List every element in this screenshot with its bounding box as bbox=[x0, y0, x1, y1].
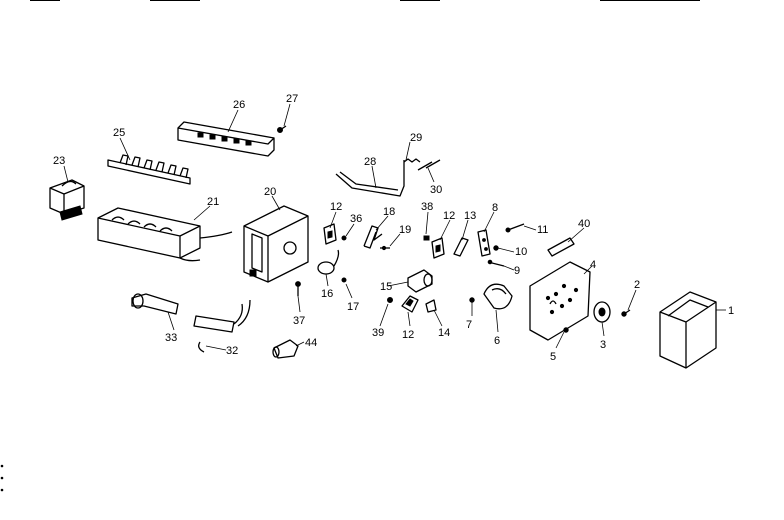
callout-28: 28 bbox=[364, 156, 376, 168]
leader-lines bbox=[63, 103, 726, 351]
callout-7: 7 bbox=[466, 319, 472, 331]
part-12-middle bbox=[431, 237, 445, 259]
callout-13: 13 bbox=[464, 210, 476, 222]
part-40 bbox=[547, 237, 575, 257]
callout-12-lower: 12 bbox=[402, 329, 414, 341]
callout-27: 27 bbox=[286, 93, 298, 105]
callout-5: 5 bbox=[550, 351, 556, 363]
part-37 bbox=[295, 281, 301, 296]
callout-4: 4 bbox=[590, 259, 596, 271]
part-32-tube bbox=[193, 299, 251, 353]
callout-11: 11 bbox=[537, 224, 548, 236]
callout-44: 44 bbox=[305, 337, 317, 349]
part-12-lower bbox=[401, 295, 419, 313]
callout-10: 10 bbox=[515, 246, 527, 258]
callout-21: 21 bbox=[207, 196, 219, 208]
part-1-cover bbox=[659, 291, 717, 369]
callout-20: 20 bbox=[264, 186, 276, 198]
callout-19: 19 bbox=[399, 224, 411, 236]
part-30-clip bbox=[417, 159, 441, 171]
part-27-screw bbox=[277, 125, 287, 133]
callout-14: 14 bbox=[438, 327, 450, 339]
part-29-spring bbox=[403, 158, 421, 163]
part-2 bbox=[621, 309, 631, 317]
part-15-thermostat bbox=[407, 269, 433, 293]
part-4-plate bbox=[529, 261, 591, 341]
part-9 bbox=[487, 259, 505, 267]
callout-25: 25 bbox=[113, 127, 125, 139]
part-20-housing bbox=[243, 205, 309, 283]
callout-12-middle: 12 bbox=[443, 210, 455, 222]
part-13 bbox=[453, 237, 469, 257]
callout-labels: 23 25 26 27 21 20 28 29 30 12 36 18 19 1… bbox=[53, 93, 734, 363]
callout-29: 29 bbox=[410, 132, 422, 144]
callout-8: 8 bbox=[492, 202, 498, 214]
part-44-bulb bbox=[272, 339, 299, 359]
part-14 bbox=[425, 299, 437, 313]
callout-3: 3 bbox=[600, 339, 606, 351]
part-36 bbox=[341, 235, 347, 241]
callout-6: 6 bbox=[494, 335, 500, 347]
callout-36: 36 bbox=[350, 213, 362, 225]
callout-26: 26 bbox=[233, 99, 245, 111]
part-19 bbox=[380, 245, 390, 251]
part-33-fillcup bbox=[131, 293, 179, 315]
part-23-valve bbox=[49, 179, 85, 221]
part-8-bracket bbox=[477, 229, 491, 257]
callout-9: 9 bbox=[514, 265, 520, 277]
callout-16: 16 bbox=[321, 288, 333, 300]
scan-dots bbox=[0, 464, 4, 492]
part-7 bbox=[469, 297, 475, 303]
callout-32: 32 bbox=[226, 345, 238, 357]
part-38 bbox=[423, 235, 430, 241]
part-5 bbox=[563, 327, 569, 333]
callout-17: 17 bbox=[347, 301, 359, 313]
part-39 bbox=[387, 297, 393, 303]
callout-23: 23 bbox=[53, 155, 65, 167]
part-6-gear bbox=[483, 283, 513, 310]
part-17 bbox=[341, 277, 347, 283]
part-28-arm bbox=[335, 160, 405, 197]
part-26-stripper bbox=[177, 121, 275, 157]
callout-15: 15 bbox=[380, 281, 392, 293]
callout-37: 37 bbox=[293, 315, 305, 327]
part-3-knob bbox=[593, 301, 611, 323]
part-16-motor bbox=[317, 249, 340, 275]
callout-18: 18 bbox=[383, 206, 395, 218]
callout-1: 1 bbox=[728, 305, 734, 317]
callout-12-upper: 12 bbox=[330, 201, 342, 213]
part-10 bbox=[493, 245, 499, 251]
part-25-ejector bbox=[107, 154, 191, 185]
callout-33: 33 bbox=[165, 332, 177, 344]
callout-2: 2 bbox=[634, 279, 640, 291]
part-11 bbox=[505, 223, 525, 233]
part-21-mold bbox=[97, 207, 233, 262]
part-18-lever bbox=[363, 225, 383, 249]
callout-38: 38 bbox=[421, 201, 433, 213]
callout-30: 30 bbox=[430, 184, 442, 196]
callout-40: 40 bbox=[578, 218, 590, 230]
callout-39: 39 bbox=[372, 327, 384, 339]
